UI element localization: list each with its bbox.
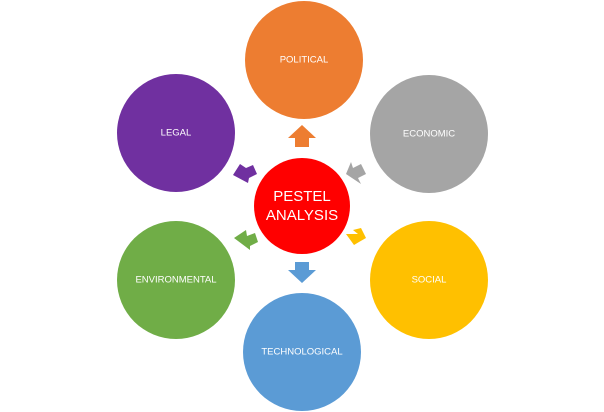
social-label: SOCIAL: [412, 275, 447, 286]
political-circle: [245, 1, 363, 119]
political-label: POLITICAL: [280, 55, 329, 66]
economic-node: ECONOMIC: [370, 75, 488, 193]
arrow-technological: [288, 262, 316, 283]
center-label-line2: ANALYSIS: [266, 207, 338, 224]
center-label-line1: PESTEL: [273, 188, 331, 205]
arrow-environmental: [234, 230, 258, 250]
social-circle: [370, 221, 488, 339]
economic-circle: [370, 75, 488, 193]
environmental-node: ENVIRONMENTAL: [117, 221, 235, 339]
legal-label: LEGAL: [161, 128, 192, 139]
environmental-label: ENVIRONMENTAL: [135, 275, 216, 286]
technological-label: TECHNOLOGICAL: [261, 347, 342, 358]
arrow-legal: [233, 164, 257, 183]
legal-circle: [117, 74, 235, 192]
center-circle: [254, 158, 350, 254]
environmental-circle: [117, 221, 235, 339]
center-node: PESTEL ANALYSIS: [254, 158, 350, 254]
political-node: POLITICAL: [245, 1, 363, 119]
economic-label: ECONOMIC: [403, 129, 455, 140]
social-node: SOCIAL: [370, 221, 488, 339]
arrow-social: [346, 228, 366, 245]
arrow-political: [288, 125, 316, 147]
legal-node: LEGAL: [117, 74, 235, 192]
technological-node: TECHNOLOGICAL: [243, 293, 361, 411]
arrow-economic: [346, 162, 366, 184]
technological-circle: [243, 293, 361, 411]
